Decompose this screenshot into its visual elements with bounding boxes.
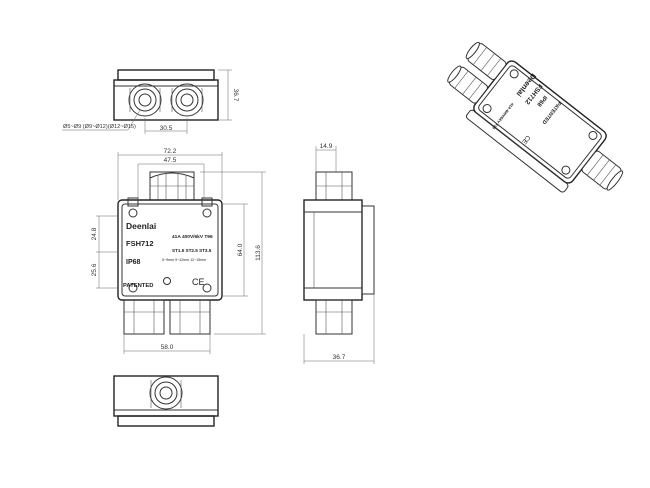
iso-view xyxy=(447,41,624,193)
dim-bottom-width: 58.0 xyxy=(161,344,174,351)
front-cable-ranges: 5~9mm 9~12mm 12~15mm xyxy=(162,258,206,262)
dim-total-height: 113.6 xyxy=(255,245,262,261)
dim-upper: 24.8 xyxy=(91,227,98,240)
front-ip: IP68 xyxy=(126,259,141,266)
dim-top-height: 36.7 xyxy=(232,89,239,102)
dim-top-width: 30.5 xyxy=(160,125,173,132)
front-model: FSH712 xyxy=(126,239,154,248)
dim-body-height: 64.0 xyxy=(237,243,244,256)
dim-gland-spacing: 47.5 xyxy=(164,157,177,164)
iso-ce: CE xyxy=(520,134,531,146)
dim-side-top: 14.9 xyxy=(320,143,333,150)
dim-total-width: 72.2 xyxy=(164,148,177,155)
bottom-view xyxy=(113,375,219,427)
front-patented: PATENTED xyxy=(123,283,153,289)
side-view: 14.9 36.7 xyxy=(303,143,375,364)
dim-side-bottom: 36.7 xyxy=(333,354,346,361)
front-gland-ranges: ST1.5 ST2.5 ST3.5 xyxy=(172,248,212,253)
dim-cable-range: Ø5~Ø9 (Ø9~Ø12)(Ø12~Ø15) xyxy=(63,124,136,130)
front-view: Deenlai FSH712 41A 400V/6kV T96 IP68 5~9… xyxy=(91,148,266,354)
front-brand: Deenlai xyxy=(126,221,156,231)
dim-lower: 25.6 xyxy=(91,263,98,276)
front-ce: CE xyxy=(192,277,205,287)
top-view: 36.7 30.5 Ø5~Ø9 (Ø9~Ø12)(Ø12~Ø15) xyxy=(62,69,239,134)
front-rating: 41A 400V/6kV T96 xyxy=(172,234,213,240)
